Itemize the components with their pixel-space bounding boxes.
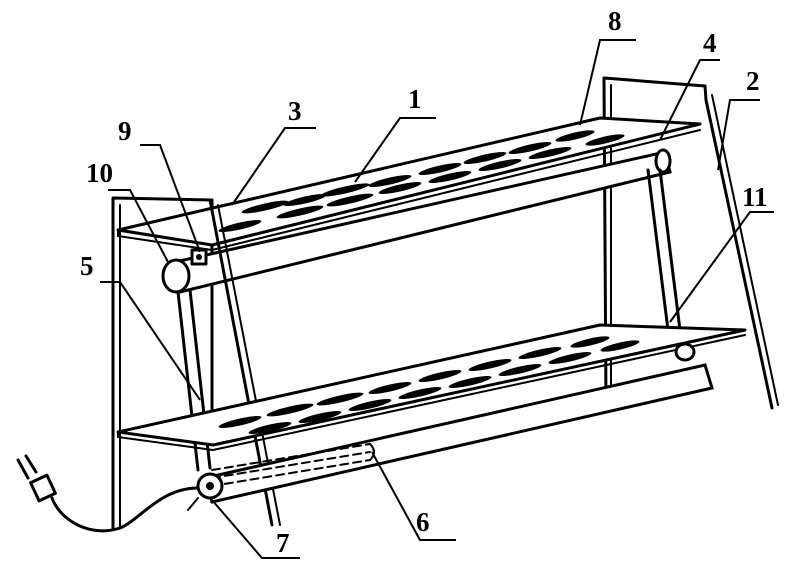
label-11: 11 — [742, 182, 768, 212]
power-cord — [16, 454, 200, 533]
right-lamp-post — [646, 168, 682, 332]
label-9: 9 — [118, 116, 132, 146]
connector-9 — [190, 248, 208, 266]
upper-shelf-slots — [218, 130, 625, 233]
label-5: 5 — [80, 251, 94, 281]
label-4: 4 — [703, 28, 717, 58]
leader-lines — [100, 39, 774, 559]
lamp-end-cap-right — [654, 148, 672, 174]
label-7: 7 — [276, 528, 290, 558]
lamp-end-cap-left — [161, 258, 191, 294]
upper-shelf — [116, 116, 702, 251]
lower-shelf — [116, 323, 747, 451]
label-6: 6 — [416, 507, 430, 537]
heater-element — [211, 443, 375, 487]
label-10: 10 — [86, 158, 113, 188]
reference-numerals: 1 2 3 4 5 6 7 8 9 10 11 — [80, 6, 768, 558]
upper-lamp-tube — [161, 148, 672, 294]
label-2: 2 — [746, 66, 760, 96]
label-1: 1 — [408, 84, 422, 114]
plug-icon — [29, 473, 57, 503]
lower-shelf-slots — [218, 336, 640, 435]
power-switch — [187, 472, 224, 511]
label-3: 3 — [288, 96, 302, 126]
lamp-holder-11 — [674, 342, 696, 362]
label-8: 8 — [608, 6, 622, 36]
